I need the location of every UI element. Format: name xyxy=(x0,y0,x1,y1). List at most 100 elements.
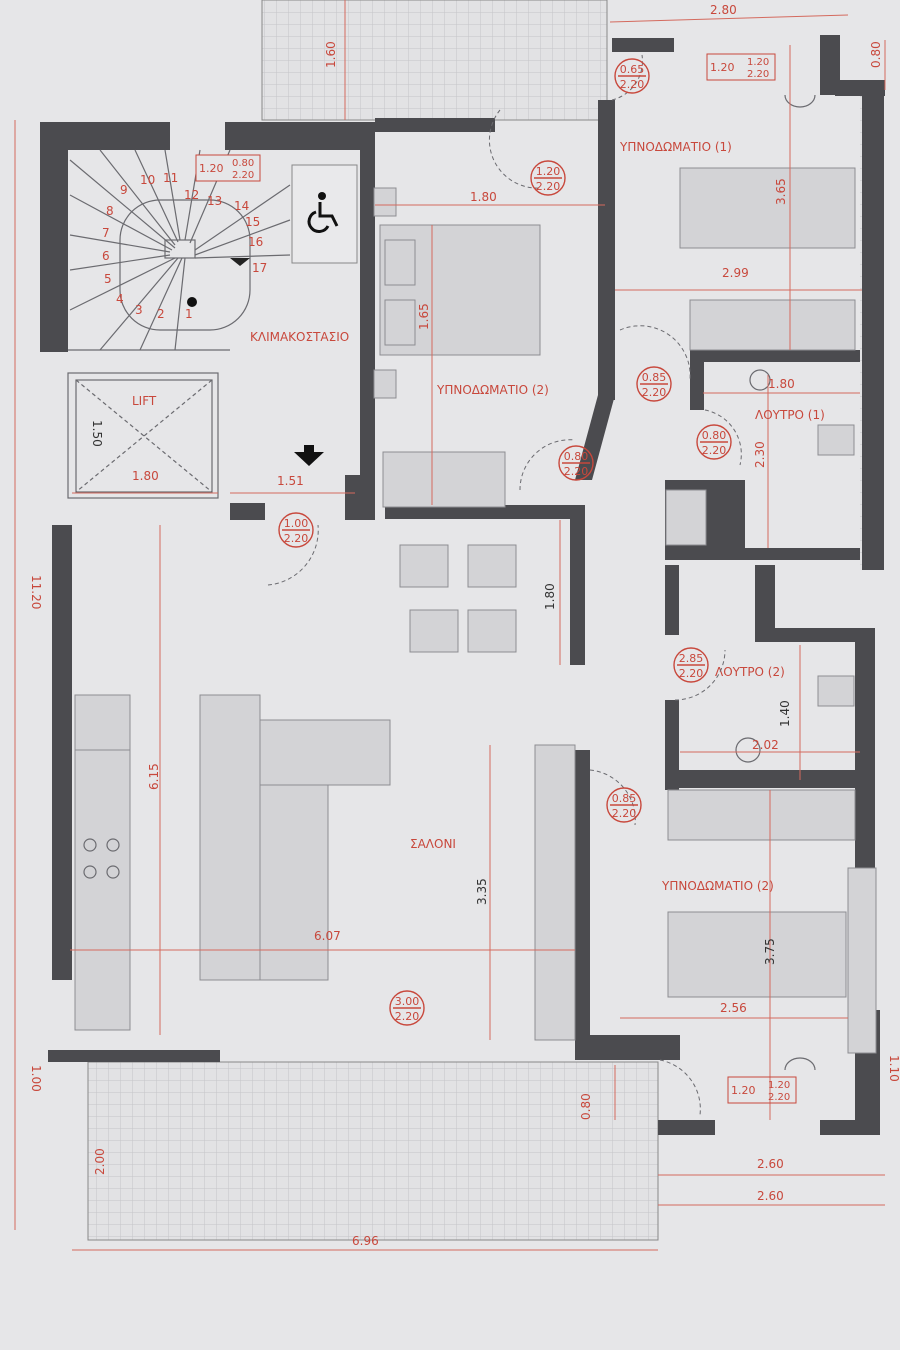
dim-text: 1.50 xyxy=(90,420,104,447)
door-tag: 0.65 2.20 xyxy=(614,58,650,94)
bottom-balcony xyxy=(87,1061,659,1241)
dim-text: 1.80 xyxy=(768,377,795,391)
stair-step: 6 xyxy=(102,249,110,263)
entrance-arrow-icon xyxy=(294,445,324,466)
stair-step: 10 xyxy=(140,173,155,187)
door-height: 2.20 xyxy=(612,807,637,820)
door-tag: 1.20 2.20 xyxy=(530,160,566,196)
stair-step: 4 xyxy=(116,292,124,306)
dim-text: 1.80 xyxy=(132,469,159,483)
lift-shaft xyxy=(67,372,219,499)
window-width: 1.20 xyxy=(768,1080,790,1091)
window-height: 2.20 xyxy=(768,1092,790,1103)
door-height: 2.20 xyxy=(642,386,667,399)
dim-text: 1.00 xyxy=(29,1065,43,1092)
door-height: 2.20 xyxy=(536,180,561,193)
dim-text: 1.10 xyxy=(887,1055,900,1082)
door-width: 1.20 xyxy=(536,165,561,178)
window-tags: 1.20 0.80 2.20 1.20 1.20 2.20 1.20 1.20 … xyxy=(195,53,797,1104)
stair-step: 13 xyxy=(207,194,222,208)
stair-step: 14 xyxy=(234,199,249,213)
dim-text: 2.02 xyxy=(752,738,779,752)
door-tag: 2.85 2.20 xyxy=(673,647,709,683)
dim-text: 3.65 xyxy=(774,178,788,205)
dim-text: 6.15 xyxy=(147,763,161,790)
dim-text: 6.07 xyxy=(314,929,341,943)
dim-text: 0.80 xyxy=(579,1093,593,1120)
window-sill: 1.20 xyxy=(199,162,224,175)
door-height: 2.20 xyxy=(284,532,309,545)
dim-text: 2.60 xyxy=(757,1157,784,1171)
door-width: 0.80 xyxy=(564,450,589,463)
door-width: 1.00 xyxy=(284,517,309,530)
stair-step: 15 xyxy=(245,215,260,229)
window-height: 2.20 xyxy=(747,69,769,80)
room-label-bedroom-1: ΥΠΝΟΔΩΜΑΤΙΟ (1) xyxy=(619,140,732,154)
dim-text: 1.40 xyxy=(778,700,792,727)
window-width: 1.20 xyxy=(747,57,769,68)
dim-text: 11.20 xyxy=(29,575,43,609)
stair-step: 3 xyxy=(135,303,143,317)
door-height: 2.20 xyxy=(564,465,589,478)
room-label-bath-2: ΛΟΥΤΡΟ (2) xyxy=(715,665,785,679)
door-tags: 0.65 2.20 1.20 2.20 0.85 2.20 0.80 2.20 … xyxy=(278,58,732,1026)
dim-text: 2.30 xyxy=(753,441,767,468)
window-sill: 1.20 xyxy=(710,61,735,74)
door-height: 2.20 xyxy=(679,667,704,680)
room-label-stairwell: ΚΛΙΜΑΚΟΣΤΑΣΙΟ xyxy=(250,330,349,344)
dim-text: 2.56 xyxy=(720,1001,747,1015)
stair-step-numbers: 1 2 3 4 5 6 7 8 9 10 11 12 13 14 15 16 1… xyxy=(102,171,267,321)
dim-text: 2.00 xyxy=(93,1148,107,1175)
dim-text: 1.60 xyxy=(324,41,338,68)
dim-text: 6.96 xyxy=(352,1234,379,1248)
stair-step: 11 xyxy=(163,171,178,185)
door-height: 2.20 xyxy=(702,444,727,457)
wheelchair-icon xyxy=(291,164,358,264)
door-width: 3.00 xyxy=(395,995,420,1008)
stair-step: 2 xyxy=(157,307,165,321)
walls xyxy=(40,35,885,1135)
dim-text: 1.80 xyxy=(470,190,497,204)
stair-step: 12 xyxy=(184,188,199,202)
dimension-labels: 2.80 1.60 0.80 1.80 3.65 2.99 1.65 1.80 … xyxy=(29,3,900,1248)
window-tag: 1.20 0.80 2.20 xyxy=(195,154,261,182)
door-width: 0.65 xyxy=(620,63,645,76)
stair-step: 9 xyxy=(120,183,128,197)
window-sill: 1.20 xyxy=(731,1084,756,1097)
door-swings xyxy=(267,54,742,1116)
door-width: 0.85 xyxy=(642,371,667,384)
door-tag: 0.80 2.20 xyxy=(696,424,732,460)
door-width: 0.80 xyxy=(702,429,727,442)
stair-step: 8 xyxy=(106,204,114,218)
dim-text: 2.80 xyxy=(710,3,737,17)
dim-text: 1.51 xyxy=(277,474,304,488)
dim-text: 1.80 xyxy=(543,583,557,610)
door-tag: 0.85 2.20 xyxy=(606,787,642,823)
room-label-bedroom-2-middle: ΥΠΝΟΔΩΜΑΤΙΟ (2) xyxy=(436,383,549,397)
top-balcony xyxy=(261,0,608,121)
window-height: 2.20 xyxy=(232,170,254,181)
dim-text: 2.99 xyxy=(722,266,749,280)
dim-text: 1.65 xyxy=(417,303,431,330)
window-width: 0.80 xyxy=(232,158,254,169)
door-tag: 0.85 2.20 xyxy=(636,366,672,402)
dimension-lines xyxy=(14,0,886,1251)
window-tag: 1.20 1.20 2.20 xyxy=(706,53,776,81)
room-label-living: ΣΑΛΟΝΙ xyxy=(410,837,456,851)
room-label-bedroom-2-lower: ΥΠΝΟΔΩΜΑΤΙΟ (2) xyxy=(661,879,774,893)
door-tag: 0.80 2.20 xyxy=(558,445,594,481)
room-label-bath-1: ΛΟΥΤΡΟ (1) xyxy=(755,408,825,422)
window-tag: 1.20 1.20 2.20 xyxy=(727,1076,797,1104)
room-label-lift: LIFT xyxy=(132,394,157,408)
door-height: 2.20 xyxy=(620,78,645,91)
stair-step: 17 xyxy=(252,261,267,275)
dim-text: 2.60 xyxy=(757,1189,784,1203)
door-tag: 3.00 2.20 xyxy=(389,990,425,1026)
staircase xyxy=(68,149,291,351)
stair-step: 16 xyxy=(248,235,263,249)
dim-text: 3.35 xyxy=(475,878,489,905)
door-tag: 1.00 2.20 xyxy=(278,512,314,548)
stair-step: 7 xyxy=(102,226,110,240)
stair-step: 1 xyxy=(185,307,193,321)
